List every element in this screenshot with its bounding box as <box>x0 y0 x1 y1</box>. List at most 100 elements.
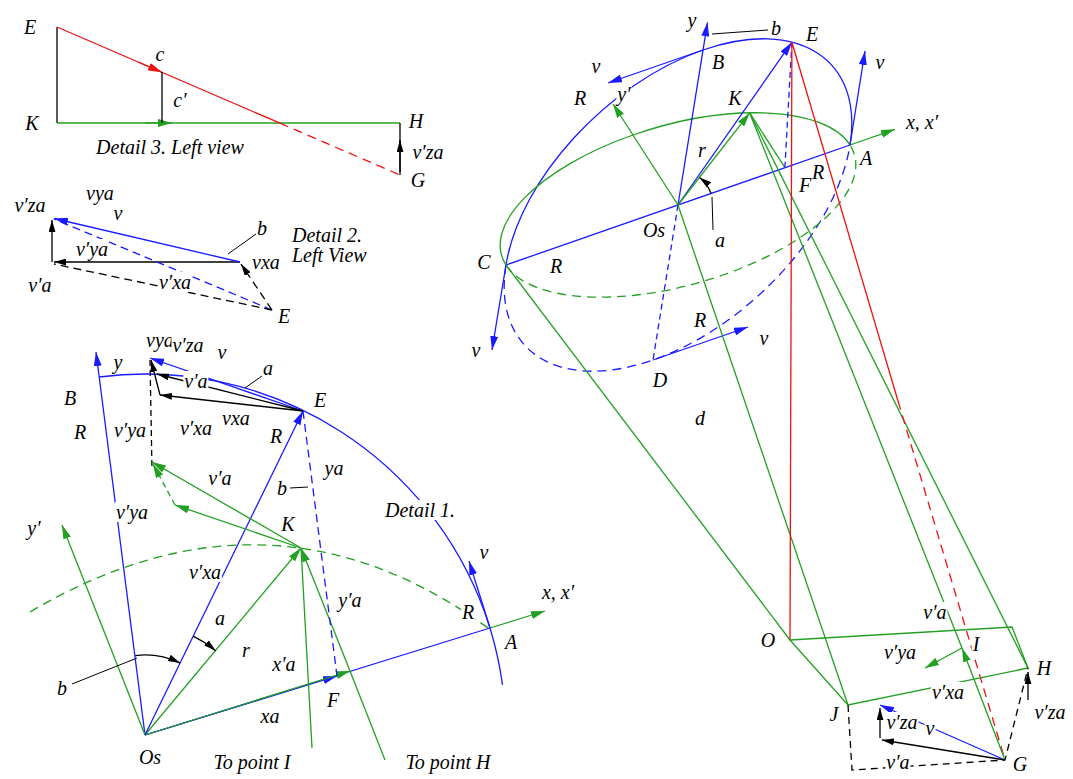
symbol-label: v′za <box>1033 702 1066 722</box>
symbol-label: b <box>256 218 268 238</box>
main-figure-part <box>506 39 852 265</box>
detail-1-figure-part <box>145 411 303 735</box>
symbol-label: I <box>972 634 981 654</box>
detail-1-figure-part <box>152 462 301 548</box>
detail-2-figure-part <box>54 219 240 263</box>
detail-3-figure-part <box>280 123 400 175</box>
main-figure-part <box>750 113 962 648</box>
detail-1-figure-part <box>99 374 503 685</box>
symbol-label: vxa <box>251 252 281 272</box>
symbol-label: a <box>714 230 726 250</box>
detail-caption: Detail 2. Left View <box>291 225 389 265</box>
main-figure-part <box>750 113 785 168</box>
symbol-label: E <box>313 390 327 410</box>
symbol-label: b <box>56 678 68 698</box>
symbol-label: Os <box>642 220 666 240</box>
detail-2-figure-part <box>54 219 272 310</box>
symbol-label: v <box>925 718 936 738</box>
main-figure-part <box>712 197 713 230</box>
main-figure-part <box>790 42 792 640</box>
symbol-label: D <box>652 370 668 390</box>
symbol-label: B <box>63 388 77 408</box>
detail-1-figure-part <box>303 411 337 676</box>
symbol-label: O <box>760 630 776 650</box>
symbol-label: R <box>693 310 707 330</box>
symbol-label: vya <box>145 330 175 350</box>
detail-1-figure-part <box>145 671 350 735</box>
symbol-label: A <box>504 632 518 652</box>
detail-3-figure-part <box>161 72 162 123</box>
symbol-label: v′ya <box>75 239 109 259</box>
symbol-label: b <box>276 478 288 498</box>
symbol-label: r <box>697 140 707 160</box>
detail-1-figure-part <box>135 655 180 663</box>
detail-1-figure-part <box>175 505 301 548</box>
detail-caption: Detail 3. Left view <box>95 137 245 157</box>
symbol-label: R <box>549 256 563 276</box>
detail-1-figure-part <box>490 611 545 628</box>
symbol-label: R <box>811 162 825 182</box>
symbol-label: v′xa <box>931 682 965 702</box>
symbol-label: y <box>687 10 698 30</box>
detail-3-figure-part <box>57 122 400 123</box>
detail-1-figure-part <box>72 658 137 684</box>
symbol-label: v <box>471 340 482 360</box>
symbol-label: c′ <box>172 90 187 110</box>
symbol-label: v′a <box>207 468 232 488</box>
detail-1-figure-part <box>96 352 145 735</box>
symbol-label: R <box>73 422 87 442</box>
detail-1-figure-part <box>62 525 145 735</box>
detail-3-figure-part <box>399 140 400 172</box>
symbol-label: v′za <box>13 195 46 215</box>
main-figure-part <box>608 50 703 83</box>
detail-1-figure <box>30 352 545 760</box>
detail-caption: Detail 1. <box>384 500 456 520</box>
symbol-label: C <box>476 252 491 272</box>
symbol-label: v′ya <box>115 502 149 522</box>
symbol-label: r <box>241 640 251 660</box>
symbol-label: v′a <box>27 275 52 295</box>
detail-1-figure-part <box>245 376 262 388</box>
symbol-label: v <box>113 203 124 223</box>
symbol-label: K <box>24 113 39 133</box>
symbol-label: x, x′ <box>905 112 939 132</box>
symbol-label: ya <box>324 458 345 478</box>
main-figure <box>492 22 1028 770</box>
main-figure-part <box>898 401 1005 760</box>
main-figure-part <box>700 177 712 193</box>
symbol-label: F <box>798 175 812 195</box>
symbol-label: v′xa <box>188 562 222 582</box>
symbol-label: v′a <box>183 371 208 391</box>
detail-3-figure-part <box>399 123 400 175</box>
detail-1-figure-part <box>350 671 385 760</box>
symbol-label: K <box>280 514 295 534</box>
main-figure-part <box>653 327 748 360</box>
symbol-label: v <box>759 328 770 348</box>
symbol-label: F <box>326 690 340 710</box>
symbol-label: xa <box>260 706 281 726</box>
main-figure-part <box>1027 672 1028 700</box>
symbol-label: v′ya <box>883 642 917 662</box>
symbol-label: b <box>770 18 782 38</box>
main-figure-part <box>850 51 865 145</box>
main-figure-part <box>925 648 962 668</box>
symbol-label: vya <box>85 183 115 203</box>
main-figure-part <box>785 42 792 168</box>
symbol-label: To point H <box>405 752 492 772</box>
symbol-label: y′ <box>616 84 631 104</box>
symbol-label: y′a <box>337 590 362 610</box>
symbol-label: a <box>262 358 274 378</box>
main-figure-part <box>848 668 1028 770</box>
main-figure-part <box>879 708 880 738</box>
symbol-label: To point I <box>212 752 291 772</box>
symbol-label: y <box>113 352 124 372</box>
symbol-label: E <box>805 24 819 44</box>
symbol-label: R <box>461 602 475 622</box>
symbol-label: v′xa <box>158 272 192 292</box>
detail-3-figure <box>57 27 400 175</box>
main-figure-part <box>678 113 750 205</box>
symbol-label: E <box>277 306 291 326</box>
detail-2-figure-part <box>54 264 272 310</box>
main-figure-part <box>790 627 1028 705</box>
